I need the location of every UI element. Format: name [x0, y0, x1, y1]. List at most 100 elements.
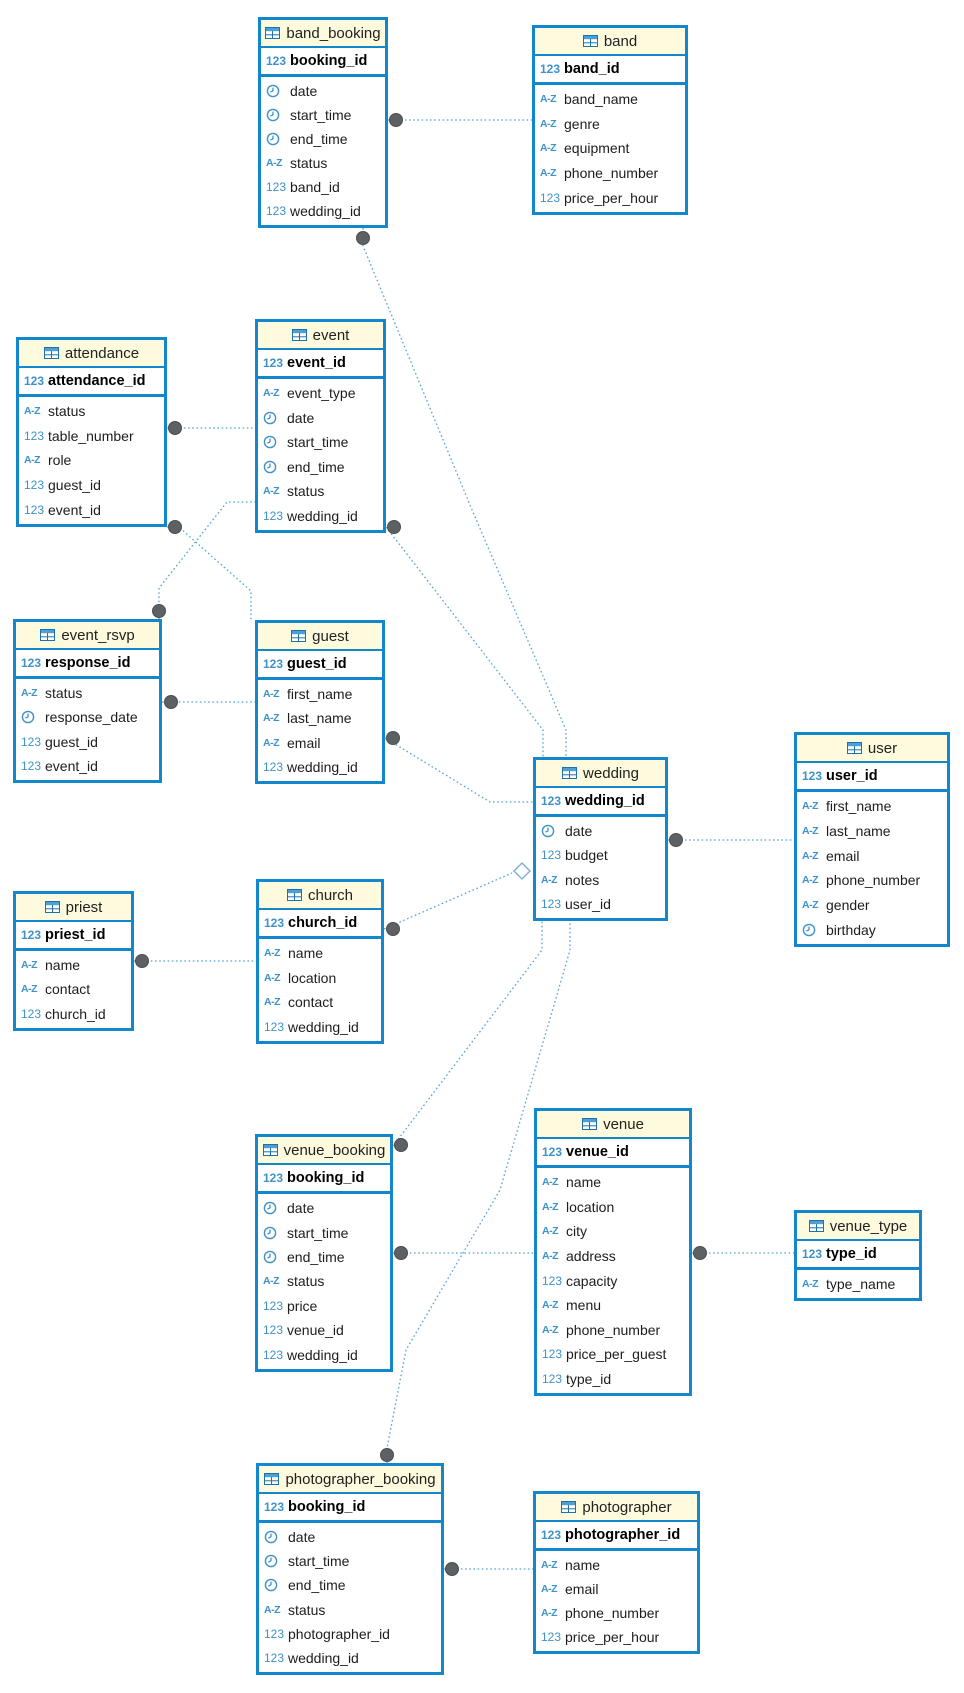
field-row-response_date[interactable]: response_date [21, 705, 159, 729]
field-row-date[interactable]: date [541, 819, 665, 843]
table-header-band[interactable]: band [535, 28, 685, 56]
table-header-venue[interactable]: venue [537, 1111, 689, 1139]
table-header-event[interactable]: event [258, 322, 383, 350]
field-row-start_time[interactable]: start_time [266, 103, 385, 127]
field-row-date[interactable]: date [263, 406, 383, 431]
table-header-photographer[interactable]: photographer [536, 1494, 697, 1522]
field-row-end_time[interactable]: end_time [263, 1245, 390, 1269]
table-header-event_rsvp[interactable]: event_rsvp [16, 622, 159, 650]
field-row-start_time[interactable]: start_time [263, 1220, 390, 1244]
field-row-date[interactable]: date [264, 1525, 441, 1549]
field-row-start_time[interactable]: start_time [263, 430, 383, 455]
table-header-band_booking[interactable]: band_booking [261, 20, 385, 48]
field-row-end_time[interactable]: end_time [264, 1573, 441, 1597]
table-header-user[interactable]: user [797, 735, 947, 763]
table-header-venue_type[interactable]: venue_type [797, 1213, 919, 1241]
table-header-church[interactable]: church [259, 882, 381, 910]
table-header-photographer_booking[interactable]: photographer_booking [259, 1466, 441, 1494]
table-header-priest[interactable]: priest [16, 894, 131, 922]
table-header-wedding[interactable]: wedding [536, 760, 665, 788]
field-row-date[interactable]: date [266, 79, 385, 103]
field-row-date[interactable]: date [263, 1196, 390, 1220]
field-row-birthday[interactable]: birthday [802, 917, 947, 942]
field-row-end_time[interactable]: end_time [266, 127, 385, 151]
field-row-start_time[interactable]: start_time [264, 1549, 441, 1573]
table-header-guest[interactable]: guest [258, 623, 382, 651]
